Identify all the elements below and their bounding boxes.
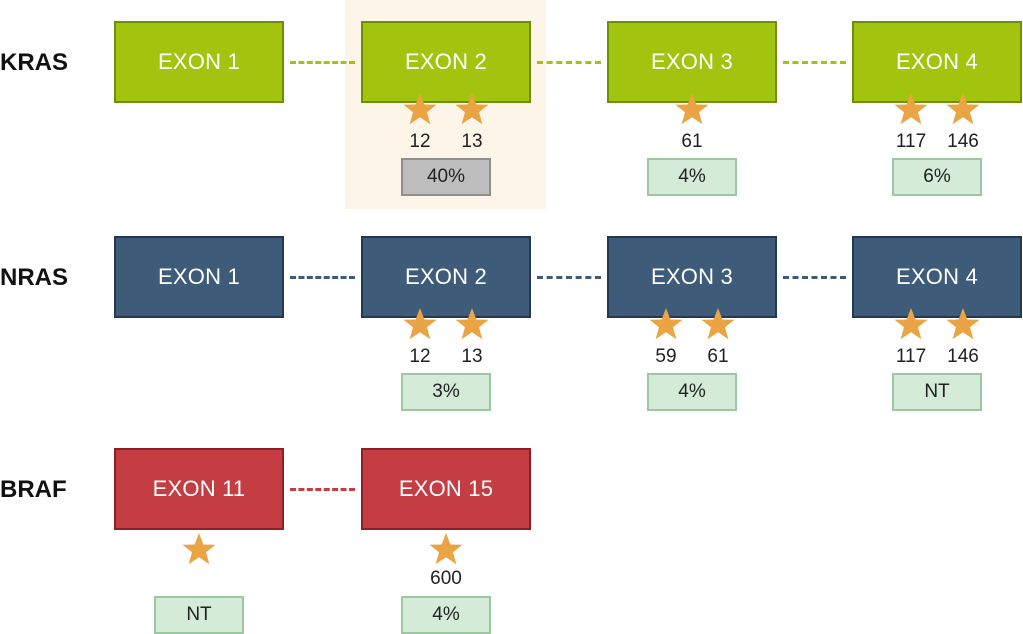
connector-nras-3-4 <box>783 276 846 279</box>
kras-exon-box: EXON 1 <box>114 21 284 103</box>
frequency-box: 6% <box>892 158 982 196</box>
codon-number: 600 <box>430 568 462 589</box>
star-icon <box>894 93 928 125</box>
connector-kras-2-3 <box>537 61 601 64</box>
codon-number: 117 <box>895 131 927 152</box>
frequency-box: NT <box>154 596 244 634</box>
braf-exon-box: EXON 11 <box>114 448 284 530</box>
codon-number: 12 <box>409 131 431 152</box>
connector-nras-2-3 <box>537 276 601 279</box>
star-icon <box>894 308 928 340</box>
connector-nras-1-2 <box>290 276 355 279</box>
kras-exon-box: EXON 4 <box>852 21 1022 103</box>
frequency-box: 40% <box>401 158 491 196</box>
kras-exon-box: EXON 3 <box>607 21 777 103</box>
codon-number: 59 <box>655 346 677 367</box>
star-icon <box>946 93 980 125</box>
connector-braf-1-2 <box>290 488 355 491</box>
star-icon <box>946 308 980 340</box>
gene-label-kras: KRAS <box>0 49 69 76</box>
star-icon <box>403 308 437 340</box>
star-icon <box>429 533 463 565</box>
star-icon <box>649 308 683 340</box>
codon-number: 13 <box>461 346 483 367</box>
connector-kras-1-2 <box>290 61 355 64</box>
nras-exon-box: EXON 3 <box>607 236 777 318</box>
codon-number: 61 <box>681 131 703 152</box>
star-icon <box>455 308 489 340</box>
frequency-box: 4% <box>401 596 491 634</box>
nras-exon-box: EXON 2 <box>361 236 531 318</box>
frequency-box: NT <box>892 373 982 411</box>
star-icon <box>701 308 735 340</box>
nras-exon-box: EXON 1 <box>114 236 284 318</box>
frequency-box: 4% <box>647 373 737 411</box>
gene-label-braf: BRAF <box>0 476 67 503</box>
frequency-box: 3% <box>401 373 491 411</box>
braf-exon-box: EXON 15 <box>361 448 531 530</box>
frequency-box: 4% <box>647 158 737 196</box>
connector-kras-3-4 <box>783 61 846 64</box>
codon-number: 146 <box>947 131 979 152</box>
codon-number: 61 <box>707 346 729 367</box>
nras-exon-box: EXON 4 <box>852 236 1022 318</box>
codon-number: 146 <box>947 346 979 367</box>
star-icon <box>675 93 709 125</box>
codon-number: 12 <box>409 346 431 367</box>
gene-label-nras: NRAS <box>0 264 69 291</box>
star-icon <box>455 93 489 125</box>
kras-exon-box: EXON 2 <box>361 21 531 103</box>
star-icon <box>182 533 216 565</box>
codon-number: 13 <box>461 131 483 152</box>
star-icon <box>403 93 437 125</box>
codon-number: 117 <box>895 346 927 367</box>
